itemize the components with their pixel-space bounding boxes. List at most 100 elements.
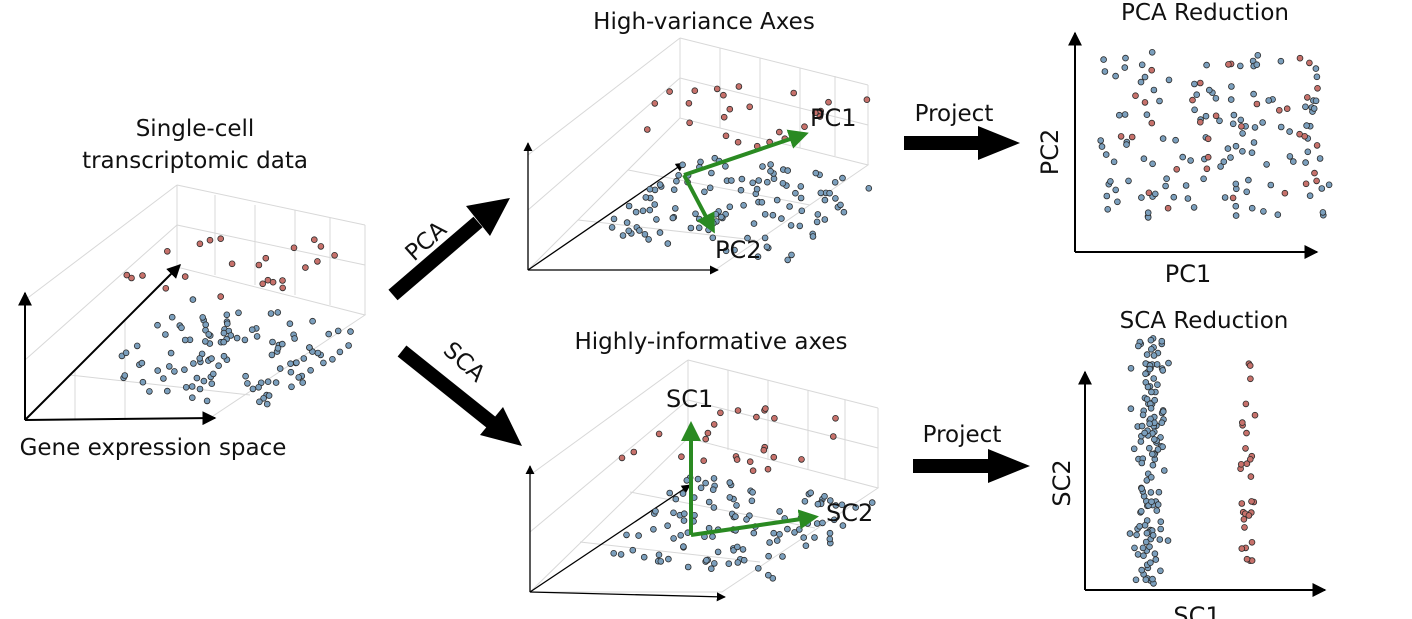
cell-dot [1164, 204, 1172, 212]
cell-dot [1238, 500, 1246, 507]
cell-dot [701, 188, 708, 196]
cell-dot [826, 189, 833, 197]
cell-dot [672, 495, 680, 503]
cell-dot [821, 492, 828, 500]
pca-reduction-plot: PCA Reduction PC1 PC2 [1036, 0, 1333, 288]
cell-dot [764, 571, 772, 579]
cell-dot [1165, 359, 1172, 367]
cell-dot [705, 498, 713, 506]
cell-dot [1316, 155, 1324, 162]
pca-arrow: PCA [388, 198, 510, 301]
cell-dot [773, 537, 781, 544]
cell-dot [166, 363, 173, 370]
cell-dot [1319, 209, 1327, 216]
pca-panel-title: High-variance Axes [593, 9, 815, 35]
cell-dot [1140, 155, 1148, 163]
cell-dot [646, 206, 654, 214]
cell-dot [1248, 204, 1256, 212]
cell-dot [262, 254, 270, 262]
cell-dot [678, 453, 685, 461]
cell-dot [178, 324, 185, 332]
cell-dot [817, 107, 824, 115]
cell-dot [1146, 543, 1153, 550]
cell-dot [1148, 48, 1156, 56]
cell-dot [260, 394, 267, 402]
cell-dot [763, 243, 771, 251]
cell-dot [795, 526, 803, 533]
cell-dot [1136, 522, 1143, 530]
cell-dot [331, 252, 338, 259]
cell-dot [1251, 124, 1259, 131]
cell-dot [720, 91, 727, 99]
pca-yaxis-label: PC2 [1036, 129, 1064, 176]
cell-dot [733, 456, 741, 463]
cell-dot [190, 360, 197, 367]
cell-dot [717, 409, 724, 417]
cell-dot [205, 331, 213, 338]
pc2-label: PC2 [715, 236, 762, 264]
cell-dot [1149, 461, 1157, 469]
cell-dot [206, 236, 214, 244]
cell-dot [272, 379, 280, 386]
cell-dot [809, 233, 817, 240]
cell-dot [1277, 57, 1285, 65]
cell-dot [1220, 158, 1228, 166]
cell-dot [1152, 556, 1160, 563]
cell-dot [265, 392, 273, 399]
cell-dot [220, 338, 228, 346]
cell-dot [1107, 178, 1114, 185]
cell-dot [1125, 177, 1132, 185]
cell-dot [1117, 133, 1125, 140]
cell-dot [800, 534, 807, 541]
cell-dot [264, 378, 272, 386]
cell-dot [181, 366, 188, 374]
cell-dot [639, 207, 647, 215]
pc2-vector [682, 174, 715, 234]
cell-dot [1216, 117, 1223, 125]
input-title-line1: Single-cell [136, 116, 255, 142]
cell-dot [1164, 537, 1172, 544]
cell-dot [1245, 512, 1253, 519]
cell-dot [1158, 337, 1166, 345]
cell-dot [1302, 159, 1309, 166]
cell-dot [748, 497, 756, 505]
cell-dot [819, 519, 826, 527]
cell-dot [1245, 176, 1252, 184]
cell-dot [1128, 133, 1136, 141]
cell-dot [279, 284, 287, 292]
cell-dot [1203, 61, 1210, 69]
cell-dot [217, 293, 225, 300]
pca-xaxis-label: PC1 [1165, 260, 1212, 288]
cell-dot [1148, 345, 1155, 353]
cell-dot [181, 273, 189, 280]
cell-dot [680, 543, 687, 550]
cell-dot [710, 560, 718, 567]
cell-dot [732, 513, 739, 520]
cell-dot [224, 320, 231, 328]
cell-dot [753, 413, 760, 421]
cell-dot [1304, 148, 1312, 156]
cell-dot [838, 501, 846, 509]
cell-dot [702, 435, 709, 443]
cell-dot [1140, 552, 1147, 559]
cell-dot [1146, 365, 1154, 373]
cell-dot [1313, 73, 1321, 81]
cell-dot [739, 546, 747, 553]
cell-dot [263, 400, 271, 408]
cell-dot [710, 504, 718, 511]
cell-dot [1116, 111, 1123, 119]
cell-dot [1232, 212, 1240, 219]
cell-dot [1145, 189, 1153, 197]
cell-dot [1130, 445, 1138, 453]
cell-dot [1325, 181, 1333, 189]
cell-dot [1154, 501, 1162, 508]
cell-dot [703, 556, 710, 564]
cell-dot [743, 516, 750, 523]
cell-dot [293, 359, 300, 367]
cell-dot [306, 344, 313, 351]
cell-dot [1306, 192, 1314, 200]
cell-dot [295, 374, 303, 381]
cell-dot [1143, 351, 1151, 358]
cell-dot [217, 235, 225, 243]
cell-dot [801, 497, 809, 505]
